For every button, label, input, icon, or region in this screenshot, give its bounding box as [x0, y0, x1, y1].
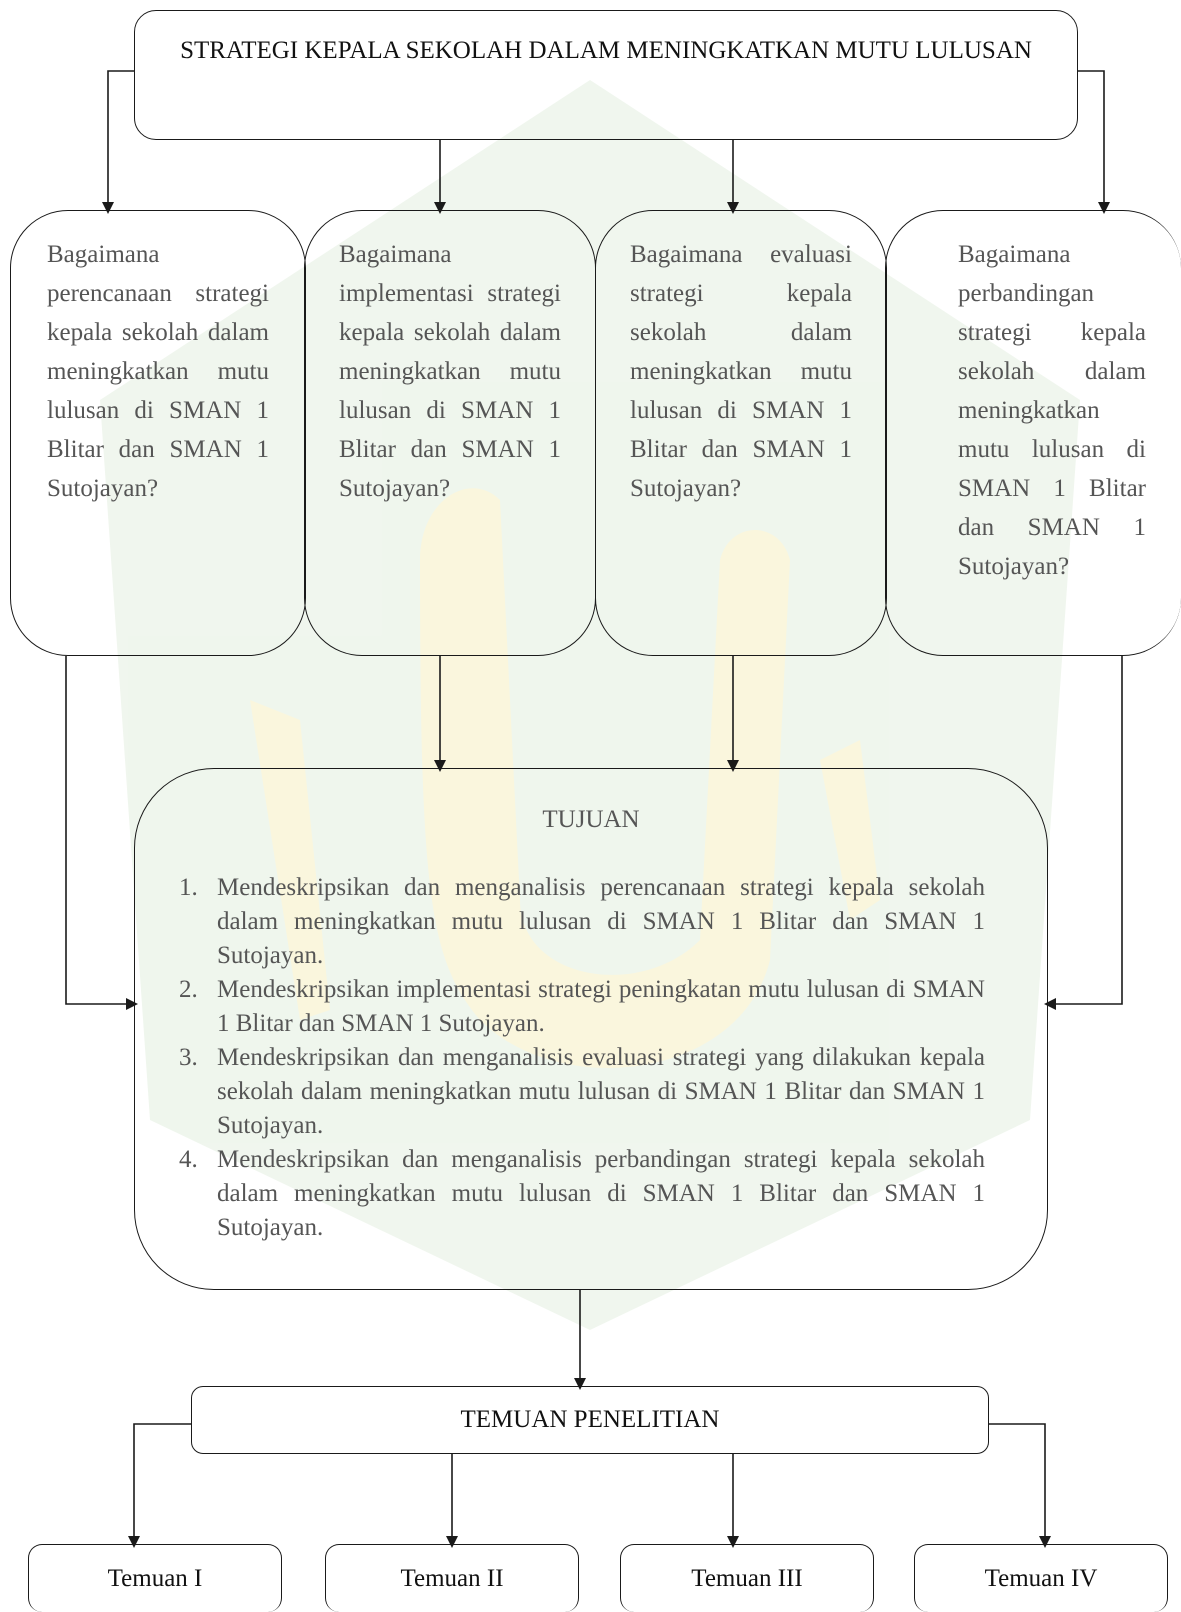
tujuan-item-number: 4.: [179, 1146, 198, 1173]
question-text-3: Bagaimana evaluasi strategi kepala sekol…: [630, 241, 852, 502]
tujuan-item-text: Mendeskripsikan implementasi strategi pe…: [217, 976, 985, 1037]
temuan-label-1: Temuan I: [107, 1565, 203, 1592]
temuan-box-3: Temuan III: [620, 1544, 874, 1612]
title-box: STRATEGI KEPALA SEKOLAH DALAM MENINGKATK…: [134, 10, 1078, 140]
question-box-4: Bagaimana perbandingan strategi kepala s…: [885, 210, 1181, 656]
temuan-penelitian-title: TEMUAN PENELITIAN: [460, 1406, 720, 1433]
question-box-3: Bagaimana evaluasi strategi kepala sekol…: [595, 210, 887, 656]
tujuan-title: TUJUAN: [542, 806, 640, 833]
tujuan-item: 1. Mendeskripsikan dan menganalisis peren…: [179, 871, 985, 973]
tujuan-list: 1. Mendeskripsikan dan menganalisis peren…: [179, 871, 985, 1245]
question-text-2: Bagaimana implementasi strategi kepala s…: [339, 241, 561, 502]
temuan-penelitian-box: TEMUAN PENELITIAN: [191, 1386, 989, 1454]
temuan-box-1: Temuan I: [28, 1544, 282, 1612]
question-box-1: Bagaimana perencanaan strategi kepala se…: [10, 210, 306, 656]
question-text-4: Bagaimana perbandingan strategi kepala s…: [958, 241, 1146, 580]
tujuan-item: 3. Mendeskripsikan dan menganalisis evalu…: [179, 1041, 985, 1143]
temuan-box-2: Temuan II: [325, 1544, 579, 1612]
temuan-label-2: Temuan II: [400, 1565, 504, 1592]
diagram-title: STRATEGI KEPALA SEKOLAH DALAM MENINGKATK…: [180, 37, 1032, 64]
tujuan-item: 4. Mendeskripsikan dan menganalisis perba…: [179, 1143, 985, 1245]
tujuan-item-text: Mendeskripsikan dan menganalisis perband…: [217, 1146, 985, 1241]
question-text-1: Bagaimana perencanaan strategi kepala se…: [47, 241, 269, 502]
tujuan-item-text: Mendeskripsikan dan menganalisis evaluas…: [217, 1044, 985, 1139]
temuan-box-4: Temuan IV: [914, 1544, 1168, 1612]
temuan-label-3: Temuan III: [691, 1565, 803, 1592]
temuan-label-4: Temuan IV: [984, 1565, 1098, 1592]
tujuan-item-text: Mendeskripsikan dan menganalisis perenca…: [217, 874, 985, 969]
tujuan-item-number: 1.: [179, 874, 198, 901]
tujuan-item: 2. Mendeskripsikan implementasi strategi …: [179, 973, 985, 1041]
tujuan-box: TUJUAN 1. Mendeskripsikan dan menganalisi…: [134, 768, 1048, 1290]
tujuan-item-number: 2.: [179, 976, 198, 1003]
tujuan-item-number: 3.: [179, 1044, 198, 1071]
question-box-2: Bagaimana implementasi strategi kepala s…: [304, 210, 596, 656]
